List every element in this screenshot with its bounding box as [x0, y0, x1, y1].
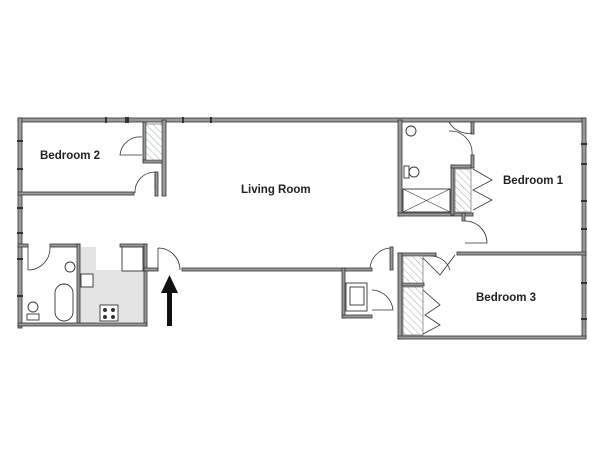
- toilet-icon: [27, 301, 39, 313]
- doors: [27, 121, 493, 335]
- fixtures: [26, 125, 451, 322]
- sink-icon: [64, 261, 76, 273]
- windows: [17, 117, 587, 320]
- bathtub-icon: [54, 283, 74, 322]
- room-label-bedroom3: Bedroom 3: [476, 292, 536, 304]
- room-label-living-room: Living Room: [241, 184, 311, 196]
- room-label-bedroom1: Bedroom 1: [503, 175, 564, 187]
- sink-icon: [405, 125, 417, 137]
- closet-bedroom3-top: [402, 255, 424, 284]
- entrance-arrow-icon: [161, 275, 178, 326]
- room-label-bedroom2: Bedroom 2: [40, 150, 100, 162]
- closet-bedroom2: [145, 123, 163, 161]
- refrigerator-icon: [121, 246, 144, 272]
- toilet-icon: [408, 166, 420, 178]
- kitchen-sink-icon: [80, 273, 94, 288]
- stove-icon: [99, 304, 119, 322]
- closet-bedroom3-bottom: [402, 286, 424, 336]
- closet-bedroom1: [454, 168, 472, 213]
